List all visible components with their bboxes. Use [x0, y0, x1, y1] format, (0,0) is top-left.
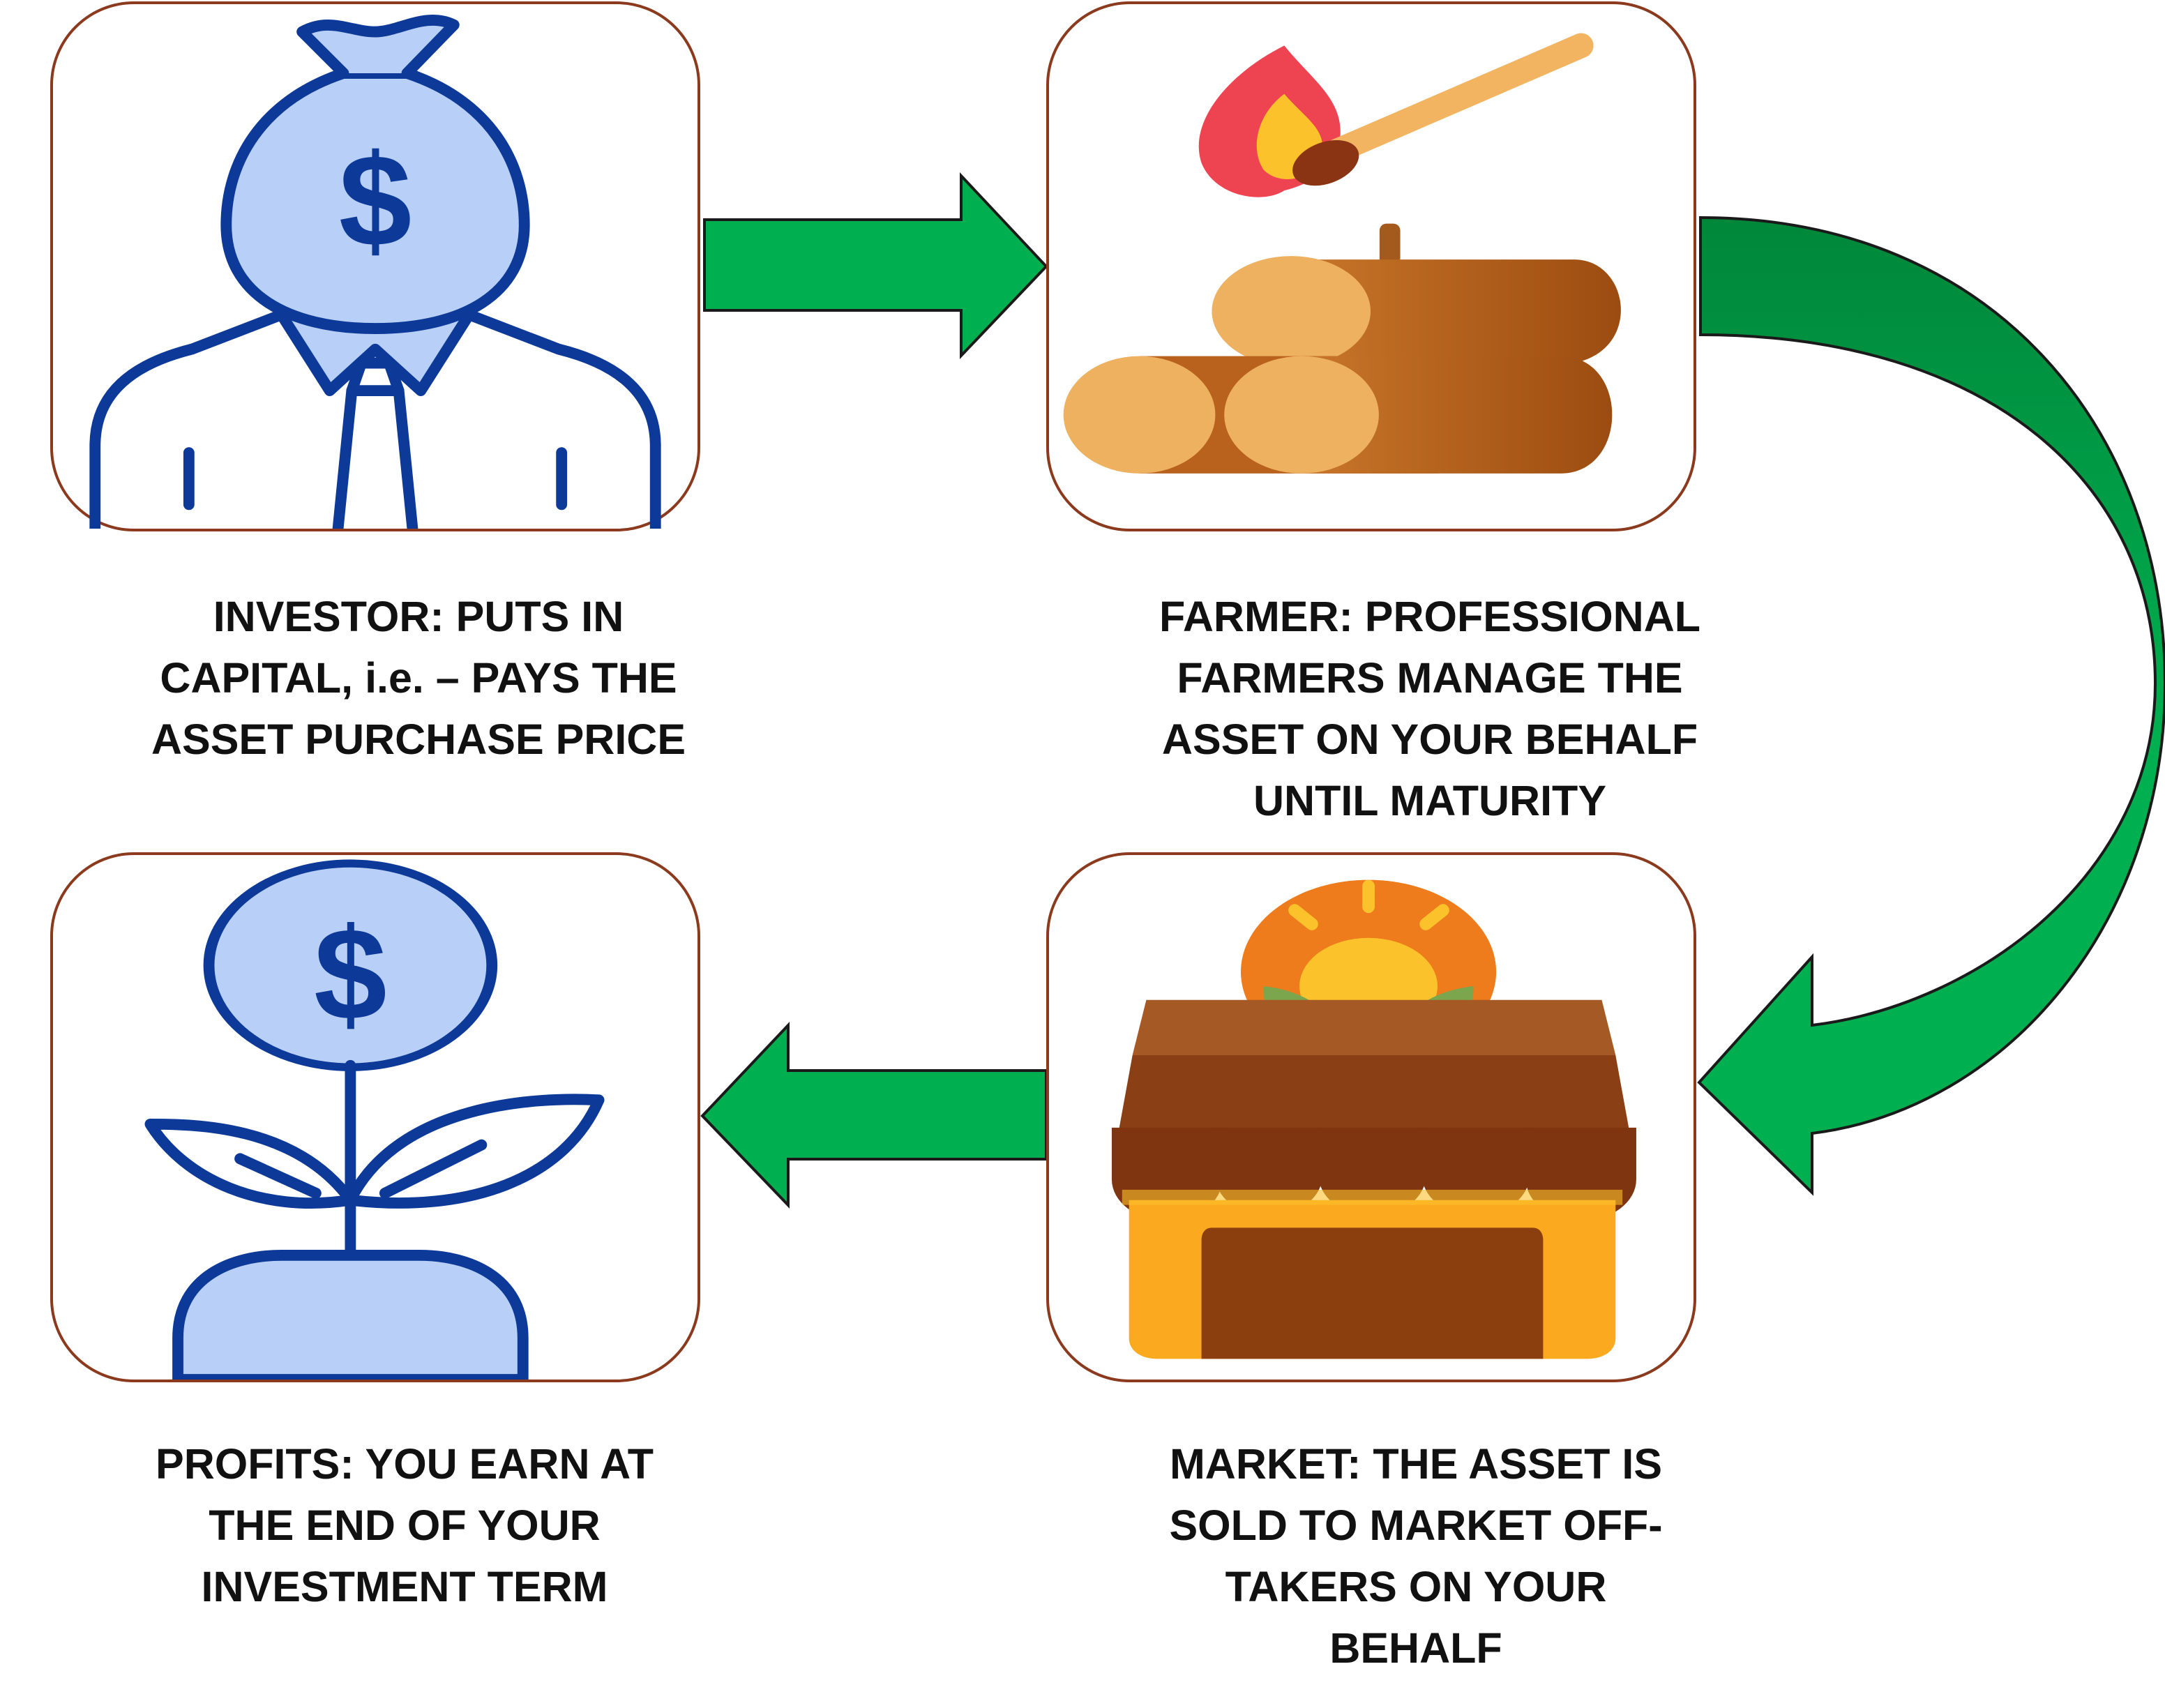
profits-caption: PROFITS: YOU EARN AT THE END OF YOUR INV…	[156, 1440, 654, 1610]
money-plant-icon: $	[144, 859, 605, 1380]
market-caption: MARKET: THE ASSET IS SOLD TO MARKET OFF-…	[1169, 1440, 1663, 1672]
farmer-caption: FARMER: PROFESSIONAL FARMERS MANAGE THE …	[1159, 593, 1701, 824]
cassava-logs-with-match-icon	[1063, 33, 1621, 474]
svg-text:$: $	[314, 900, 387, 1047]
svg-text:$: $	[339, 127, 412, 273]
market-card	[1046, 852, 1696, 1382]
investor-card: $	[50, 1, 700, 531]
market-stall-icon	[1111, 879, 1636, 1359]
farmer-card	[1046, 1, 1696, 531]
money-bag-investor-icon: $	[89, 14, 661, 529]
investor-caption: INVESTOR: PUTS IN CAPITAL, i.e. – PAYS T…	[151, 593, 686, 763]
arrow-investor-to-farmer	[703, 172, 1048, 359]
arrow-market-to-profits	[700, 1021, 1048, 1209]
arrow-farmer-to-market	[1697, 216, 2165, 1196]
profits-card: $	[50, 852, 700, 1382]
